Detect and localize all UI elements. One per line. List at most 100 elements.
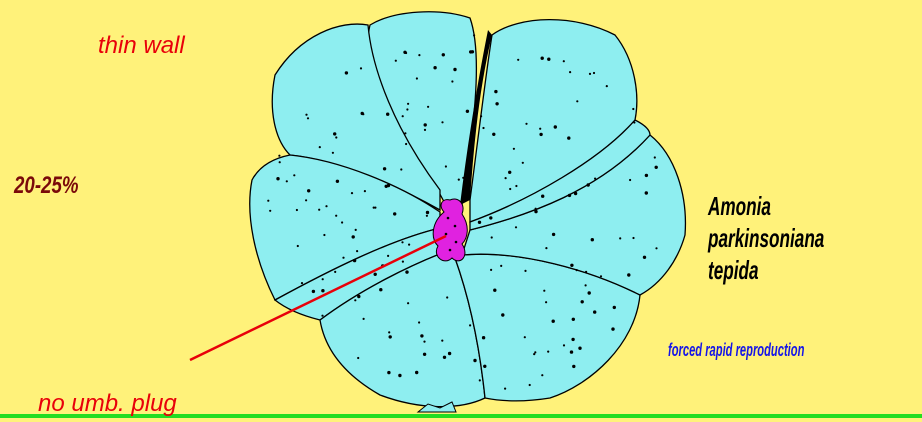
pore-dot [547,351,549,353]
pore-dot [321,315,323,317]
species-form: tepida [708,254,824,286]
pore-dot [462,177,464,179]
pore-dot [655,166,658,169]
pore-dot [458,179,460,181]
pore-dot [611,327,614,330]
pore-dot [296,209,298,211]
pore-dot [448,352,451,355]
pore-dot [483,365,486,368]
pore-dot [533,353,535,355]
pore-dot [613,306,616,309]
pore-dot [341,221,343,223]
pore-dot [307,189,310,192]
pore-dot [515,185,517,187]
pore-dot [534,210,537,213]
pore-dot [356,250,358,252]
pore-dot [442,53,445,56]
pore-dot [293,174,295,176]
pore-dot [539,128,541,130]
pore-dot [321,289,324,292]
pore-dot [383,167,386,170]
pore-dot [569,71,571,73]
pore-dot [387,184,390,187]
pore-dot [489,216,492,219]
pore-dot [420,334,423,337]
pore-dot [554,125,557,128]
pore-dot [336,180,339,183]
pore-dot [389,335,392,338]
pore-dot [393,212,396,215]
pore-dot [423,353,426,356]
pore-dot [424,123,427,126]
pore-dot [373,207,375,209]
pore-dot [466,110,469,113]
pore-dot [482,127,484,129]
foraminifera-shell [250,12,686,407]
pore-dot [416,77,418,79]
pore-dot [407,103,409,105]
pore-dot [545,301,547,303]
pore-dot [279,161,281,163]
pore-dot [479,379,481,381]
pore-dot [323,234,325,236]
pore-dot [529,384,531,386]
pore-dot [588,291,591,294]
species-epithet: parkinsoniana [708,222,824,254]
pore-dot [402,115,404,117]
pore-dot [501,313,504,316]
pore-dot [267,200,269,202]
pore-dot [418,54,420,56]
pore-dot [379,288,382,291]
pore-dot [276,177,279,180]
pore-dot [451,80,453,82]
pore-dot [406,108,408,110]
pore-dot [525,123,527,125]
pore-dot [576,100,578,102]
pore-dot [305,199,307,201]
pore-dot [619,237,621,239]
pore-dot [418,321,420,323]
pore-dot [325,205,327,207]
pore-dot [446,296,448,298]
pore-dot [593,310,596,313]
pore-dot [471,50,474,53]
pore-dot [357,357,359,359]
pore-dot [490,269,492,271]
pore-dot [426,211,429,214]
pore-dot [453,68,456,71]
pore-dot [374,273,377,276]
pore-dot [505,177,507,179]
pore-dot [405,52,407,54]
pore-dot [568,194,571,197]
pore-dot [492,133,495,136]
pore-dot [600,275,602,277]
thin-wall-label: thin wall [98,32,185,60]
pore-dot [355,229,357,231]
pore-dot [645,174,648,177]
pore-dot [312,290,315,293]
pore-dot [401,241,403,243]
pore-dot [424,129,426,131]
pore-dot [576,269,578,271]
species-genus: Amonia [708,190,824,222]
pore-dot [408,244,410,246]
pore-dot [357,295,360,298]
pore-dot [415,371,418,374]
pore-dot [386,113,389,116]
pore-dot [475,112,477,114]
pore-dot [400,168,402,170]
pore-dot [473,359,476,362]
pore-dot [500,265,502,267]
pore-dot [407,302,409,304]
pore-dot [443,356,446,359]
pore-dot [643,256,646,259]
pore-dot [480,115,482,117]
pore-dot [633,121,635,123]
pore-dot [567,136,570,139]
pore-dot [504,388,506,390]
pore-dot [342,257,344,259]
pore-dot [427,106,429,108]
pore-dot [493,289,496,292]
pore-dot [541,57,544,60]
pore-dot [645,191,648,194]
